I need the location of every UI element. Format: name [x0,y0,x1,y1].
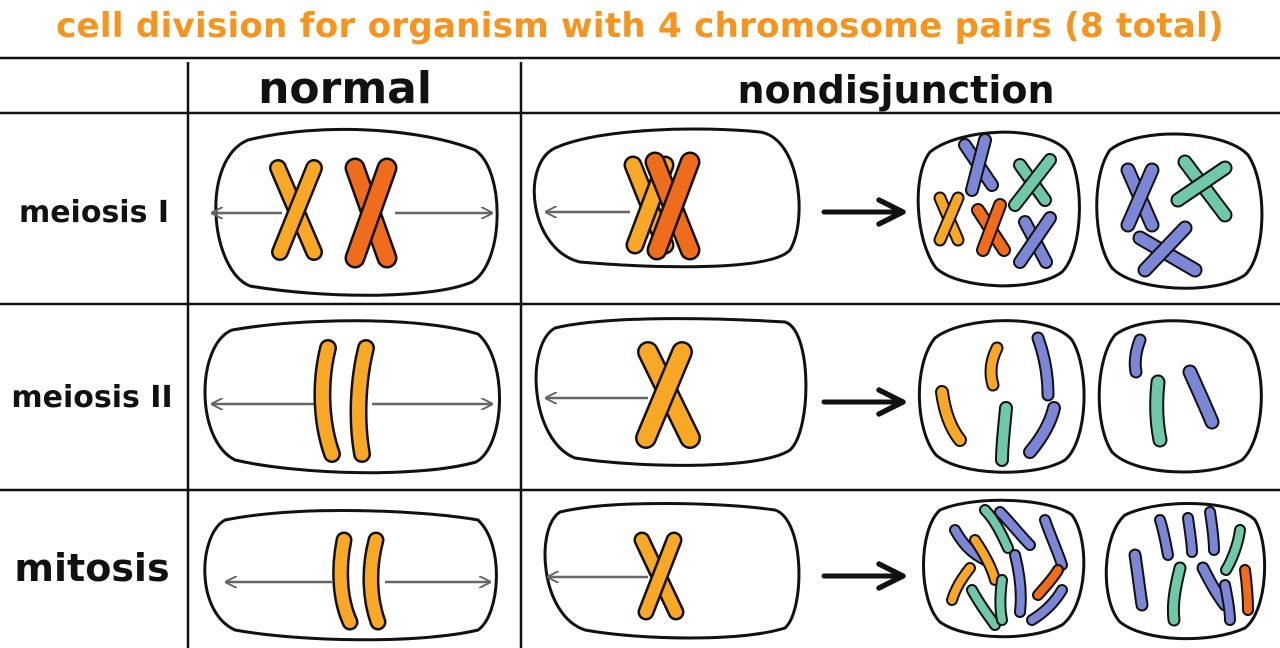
row-label-meiosis-1: meiosis I [19,195,169,230]
sister-chromatids-orange [332,531,387,631]
column-header-nondisjunction: nondisjunction [737,68,1054,112]
column-header-normal: normal [258,63,432,114]
chromosome-x-orange [635,341,701,449]
meiosis-1-normal-cell [212,127,499,297]
meiosis-1-nondisjunction-cell [532,127,801,269]
table-grid [0,56,1280,648]
row-label-mitosis: mitosis [14,546,169,590]
meiosis-2-daughter-cell-b [1097,319,1263,474]
chromosome-x-orange [269,159,323,261]
mitosis-normal-cell [203,509,498,642]
mitosis-daughter-cell-a [922,498,1086,639]
mitosis-nondisjunction-cell [543,502,801,640]
meiosis-2-normal-cell [203,319,501,475]
chromosome-x-dark-orange [344,157,398,269]
meiosis-2-nondisjunction-cell [534,317,808,467]
meiosis-1-daughter-cell-a [916,130,1081,288]
meiosis-2-daughter-cell-a [917,319,1086,474]
mitosis-daughter-cell-b [1104,502,1267,641]
row-label-meiosis-2: meiosis II [11,380,172,415]
meiosis-1-daughter-cell-b [1095,132,1264,290]
sister-chromatids-orange [313,339,375,463]
chromosome-cluster [623,151,701,261]
diagram-title: cell division for organism with 4 chromo… [56,6,1224,46]
chromosome-x-orange [633,531,685,621]
